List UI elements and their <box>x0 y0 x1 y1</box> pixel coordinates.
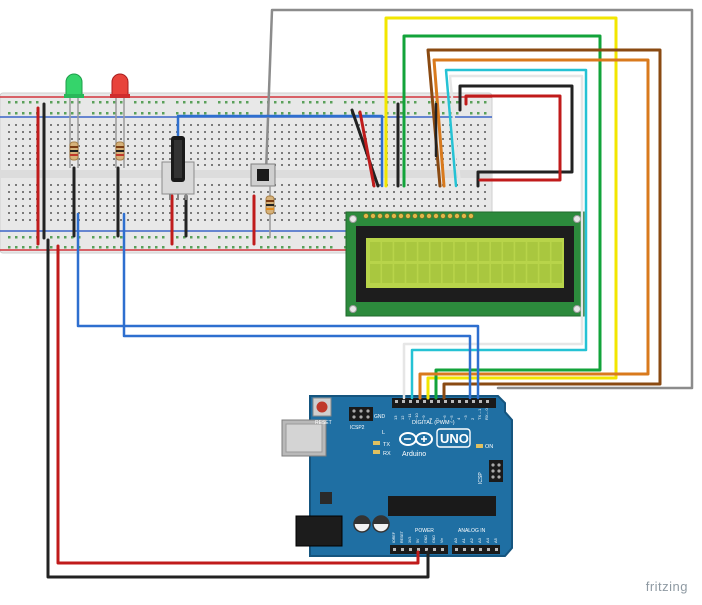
icsp2-header <box>349 407 373 421</box>
power-pin-label: 3V3 <box>408 537 412 543</box>
red-led <box>110 73 130 168</box>
on-label: ON <box>485 444 493 450</box>
tx-label: TX <box>383 442 390 448</box>
lcd-display <box>345 211 585 317</box>
digital-pin-label: 12 <box>400 415 405 420</box>
wire-cyan <box>410 68 588 400</box>
analog-pin-label: A3 <box>477 537 482 543</box>
digital-pin-label: TX→1 <box>477 408 482 420</box>
wire-yellow <box>384 16 618 400</box>
analog-pin-label: A2 <box>469 537 474 543</box>
power-pin-label: 5V <box>416 538 420 543</box>
digital-pin-label: 7 <box>435 417 440 420</box>
digital-pin-label: ~5 <box>449 415 454 420</box>
analog-pin-label: A1 <box>461 537 466 543</box>
wire-red-lcd <box>464 94 562 182</box>
digital-pin-label: RX←0 <box>484 407 489 420</box>
power-pin-label: IOREF <box>392 531 396 543</box>
wire-gray-button <box>264 8 694 390</box>
pushbutton <box>250 163 276 187</box>
wire-red-5v <box>56 244 420 565</box>
digital-pin-label: ~3 <box>463 415 468 420</box>
wire-black-gnd <box>46 238 430 579</box>
power-pin-label: GND <box>432 535 436 543</box>
analog-pin-label: A5 <box>493 537 498 543</box>
rx-label: RX <box>383 451 391 457</box>
wire-orange <box>418 58 650 400</box>
arduino-logo <box>399 432 433 446</box>
wire-black-lcd <box>458 84 574 188</box>
fritzing-watermark: fritzing <box>645 579 688 594</box>
arduino-brand-label: Arduino <box>402 451 426 458</box>
power-pin-label: GND <box>424 535 428 543</box>
l-led-label: L <box>382 430 385 436</box>
gnd-label: GND <box>374 414 386 420</box>
wire-white <box>402 74 584 400</box>
analog-label: ANALOG IN <box>458 528 486 534</box>
analog-header <box>452 545 500 554</box>
atmega-chip <box>388 496 496 516</box>
reset-label: RESET <box>315 420 332 426</box>
analog-pin-label: A4 <box>485 537 490 543</box>
digital-pin-label: 2 <box>470 417 475 420</box>
digital-pin-label: ~9 <box>421 415 426 420</box>
power-pin-label: Vin <box>440 538 444 543</box>
digital-pin-label: 4 <box>456 417 461 420</box>
wire-blue-led-red <box>122 212 472 400</box>
power-label: POWER <box>415 528 434 534</box>
green-led <box>64 73 84 168</box>
uno-label: UNO <box>440 431 469 446</box>
voltage-regulator <box>320 492 332 504</box>
digital-pin-label: ~6 <box>442 415 447 420</box>
icsp-label: ICSP <box>478 472 484 484</box>
digital-pin-label: 13 <box>393 415 398 420</box>
digital-label: DIGITAL (PWM~) <box>412 420 455 426</box>
wire-blue-pot <box>176 114 384 188</box>
center-channel <box>0 170 492 178</box>
breadboard-holes <box>8 101 487 249</box>
power-pin-label: RESET <box>400 530 404 543</box>
icsp-header <box>489 460 503 482</box>
digital-pin-label: ~11 <box>407 413 412 420</box>
wire-blue-led-green <box>76 212 480 400</box>
lcd-pin-header <box>363 213 474 219</box>
wires <box>36 8 694 579</box>
icsp2-label: ICSP2 <box>350 425 365 431</box>
button-resistor <box>265 186 275 238</box>
digital-pin-label: 8 <box>428 417 433 420</box>
wire-brown <box>426 48 662 400</box>
digital-pin-label: ~10 <box>414 412 419 420</box>
analog-pin-label: A0 <box>453 537 458 543</box>
power-jack <box>295 515 343 547</box>
potentiometer <box>161 136 195 200</box>
